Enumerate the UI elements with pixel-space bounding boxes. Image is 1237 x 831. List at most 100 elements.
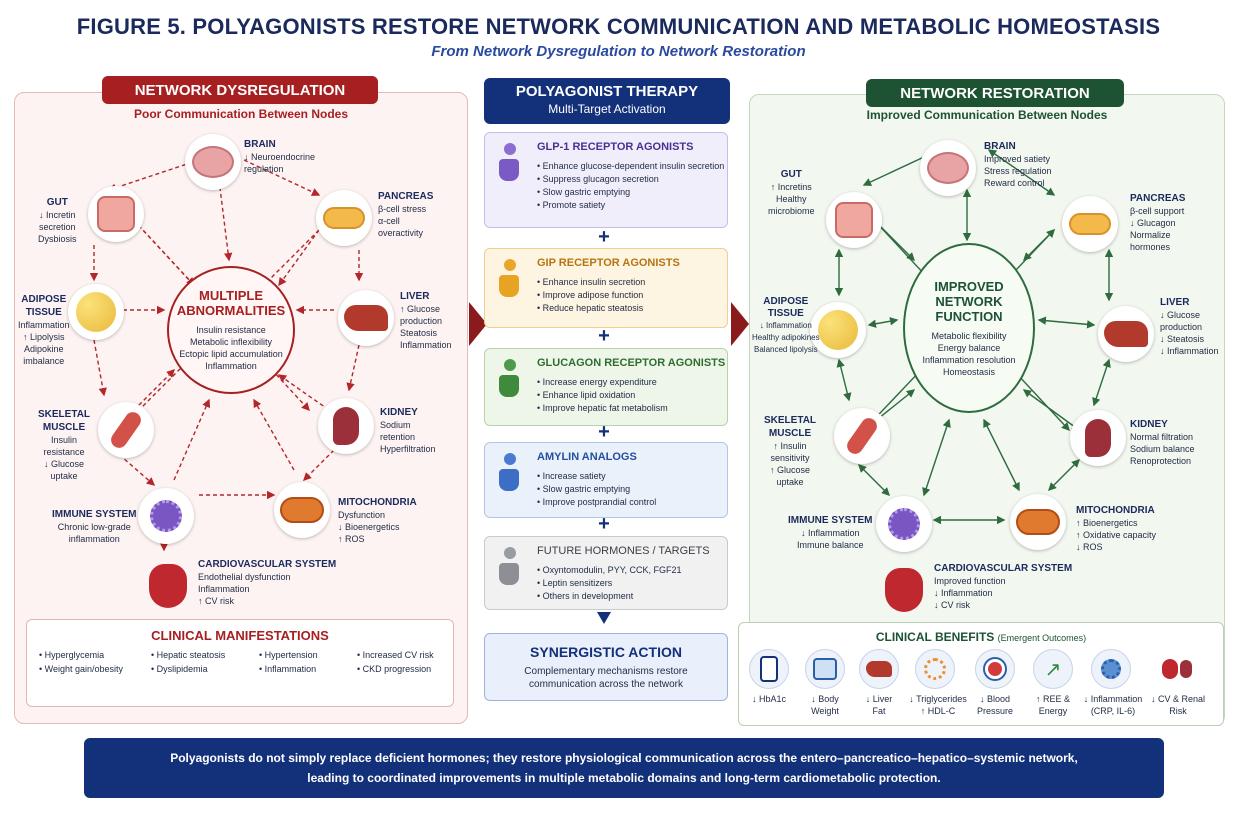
future-targets-card: FUTURE HORMONES / TARGETS Oxyntomodulin,… — [484, 536, 728, 610]
brain-icon — [920, 140, 976, 196]
muscle-icon — [834, 408, 890, 464]
adipose-icon — [68, 284, 124, 340]
dysregulation-subheader: Poor Communication Between Nodes — [133, 107, 349, 121]
figure-title: FIGURE 5. POLYAGONISTS RESTORE NETWORK C… — [76, 14, 1161, 39]
clinical-item: • Dyslipidemia — [151, 664, 208, 674]
liver-icon — [338, 290, 394, 346]
liver-icon — [1098, 306, 1154, 362]
pancreas-icon — [316, 190, 372, 246]
glp1-card: GLP-1 RECEPTOR AGONISTS Enhance glucose-… — [484, 132, 728, 228]
center-title-2: ABNORMALITIES — [176, 303, 286, 318]
muscle-icon — [98, 402, 154, 458]
glp1-receptor-icon — [499, 143, 521, 183]
clinical-item: • Hypertension — [259, 650, 318, 660]
benefit-label: ↑ REE &Energy — [1035, 694, 1070, 716]
amylin-receptor-icon — [499, 453, 521, 493]
plus-icon: + — [598, 513, 610, 535]
immune-cell-icon — [876, 496, 932, 552]
synergy-title: SYNERGISTIC ACTION — [530, 644, 682, 660]
center-title-2: NETWORK FUNCTION — [935, 293, 1003, 324]
gut-icon — [88, 186, 144, 242]
multiple-abnormalities-circle: MULTIPLE ABNORMALITIES Insulin resistanc… — [167, 266, 295, 394]
center-title-1: IMPROVED — [934, 278, 1004, 294]
glucagon-card: GLUCAGON RECEPTOR AGONISTS Increase ener… — [484, 348, 728, 426]
mitochondria-icon — [1010, 494, 1066, 550]
clinical-benefits-box: CLINICAL BENEFITS (Emergent Outcomes) ↓ … — [738, 622, 1224, 726]
future-receptor-icon — [499, 547, 521, 587]
gut-icon — [826, 192, 882, 248]
heart-icon — [876, 562, 932, 618]
footer-summary: Polyagonists do not simply replace defic… — [84, 738, 1164, 798]
polyagonist-therapy-header: POLYAGONIST THERAPY Multi-Target Activat… — [484, 78, 730, 124]
plus-icon: + — [598, 325, 610, 347]
benefit-label: ↓ Inflammation(CRP, IL-6) — [1083, 694, 1143, 716]
clinical-manifestations-box: CLINICAL MANIFESTATIONS • Hyperglycemia … — [26, 619, 454, 707]
kidney-icon — [318, 398, 374, 454]
gip-card: GIP RECEPTOR AGONISTS Enhance insulin se… — [484, 248, 728, 328]
amylin-card: AMYLIN ANALOGS Increase satietySlow gast… — [484, 442, 728, 518]
mito-label: MITOCHONDRIA↑ Bioenergetics↑ Oxidative c… — [1076, 505, 1157, 552]
center-title-1: MULTIPLE — [198, 288, 264, 303]
immune-cell-icon — [138, 488, 194, 544]
right-arrow-icon — [731, 302, 749, 346]
footer-line-2: leading to coordinated improvements in m… — [307, 771, 941, 785]
kidney-icon — [1070, 410, 1126, 466]
running-person-icon: ↗ — [1033, 649, 1073, 689]
clinical-item: • Weight gain/obesity — [39, 664, 124, 674]
scale-icon — [805, 649, 845, 689]
right-arrow-icon — [469, 302, 487, 346]
clinical-item: • Inflammation — [259, 664, 317, 674]
lipid-droplets-icon — [915, 649, 955, 689]
clinical-benefits-title: CLINICAL BENEFITS (Emergent Outcomes) — [875, 630, 1087, 644]
heart-icon — [140, 558, 196, 614]
clinical-manifestations-title: CLINICAL MANIFESTATIONS — [151, 628, 329, 643]
pancreas-icon — [1062, 196, 1118, 252]
clinical-item: • CKD progression — [357, 664, 432, 674]
adipose-icon — [810, 302, 866, 358]
brain-icon — [185, 134, 241, 190]
benefit-label: ↓ HbA1c — [751, 694, 786, 704]
glucometer-icon — [749, 649, 789, 689]
virus-icon — [1091, 649, 1131, 689]
clinical-item: • Hepatic steatosis — [151, 650, 226, 660]
mitochondria-icon — [274, 482, 330, 538]
plus-icon: + — [598, 421, 610, 443]
clinical-item: • Hyperglycemia — [39, 650, 105, 660]
dysregulation-panel — [14, 92, 468, 724]
heart-kidney-icon — [1157, 649, 1197, 689]
clinical-item: • Increased CV risk — [357, 650, 434, 660]
figure-subtitle: From Network Dysregulation to Network Re… — [431, 43, 806, 60]
synergistic-action-box: SYNERGISTIC ACTION Complementary mechani… — [484, 633, 728, 701]
down-arrow-icon — [597, 612, 611, 624]
restoration-header: NETWORK RESTORATION — [866, 79, 1124, 107]
improved-network-circle: IMPROVED NETWORK FUNCTION Metabolic flex… — [903, 243, 1035, 413]
restoration-subheader: Improved Communication Between Nodes — [866, 108, 1108, 122]
blood-pressure-icon — [975, 649, 1015, 689]
plus-icon: + — [598, 226, 610, 248]
benefit-label: ↓ Triglycerides↑ HDL-C — [909, 694, 967, 716]
gip-receptor-icon — [499, 259, 521, 299]
liver-icon — [859, 649, 899, 689]
